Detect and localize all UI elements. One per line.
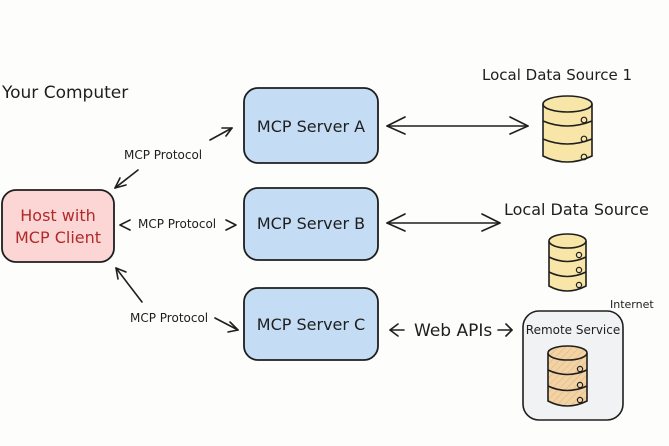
edge-server-a-datasource-1 xyxy=(386,116,529,135)
host-label-line2: MCP Client xyxy=(15,228,101,247)
database-icon xyxy=(547,345,588,407)
server-b-node[interactable]: MCP Server B xyxy=(243,187,379,261)
protocol-label-c: MCP Protocol xyxy=(130,311,208,325)
server-b-label: MCP Server B xyxy=(257,214,365,233)
edge-host-server-a: MCP Protocol xyxy=(114,127,233,189)
edge-server-c-remote: Web APIs xyxy=(389,321,513,341)
your-computer-label: Your Computer xyxy=(1,83,128,103)
internet-label: Internet xyxy=(610,298,654,311)
database-icon xyxy=(548,233,587,292)
remote-service-label: Remote Service xyxy=(526,323,620,337)
edge-host-server-b: MCP Protocol xyxy=(119,217,237,231)
datasource-2-label: Local Data Source xyxy=(504,200,649,219)
remote-service-node[interactable]: Internet Remote Service xyxy=(522,298,654,421)
host-node[interactable]: Host with MCP Client xyxy=(1,189,115,263)
web-apis-label: Web APIs xyxy=(414,321,492,341)
datasource-2-node[interactable]: Local Data Source xyxy=(504,200,649,292)
server-a-node[interactable]: MCP Server A xyxy=(243,87,379,164)
server-c-node[interactable]: MCP Server C xyxy=(243,287,379,361)
server-a-label: MCP Server A xyxy=(257,117,365,136)
edge-server-b-datasource-2 xyxy=(386,213,501,232)
datasource-1-node[interactable]: Local Data Source 1 xyxy=(482,66,632,163)
server-c-label: MCP Server C xyxy=(257,315,365,334)
database-icon xyxy=(542,95,593,163)
datasource-1-label: Local Data Source 1 xyxy=(482,66,632,84)
host-label-line1: Host with xyxy=(20,206,95,225)
protocol-label-a: MCP Protocol xyxy=(124,148,202,162)
edge-host-server-c: MCP Protocol xyxy=(115,267,239,333)
protocol-label-b: MCP Protocol xyxy=(138,217,216,231)
